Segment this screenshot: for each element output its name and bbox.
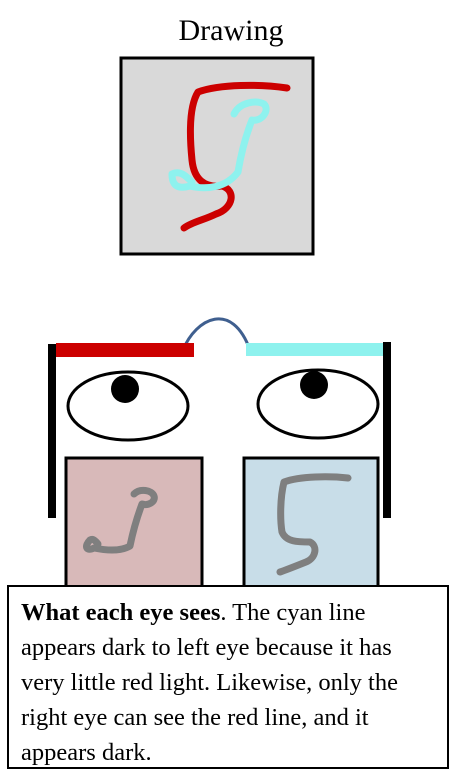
caption-heading: What each eye sees [21,599,221,626]
caption-box: What each eye sees. The cyan line appear… [7,585,449,769]
right-view-dark-line [276,473,352,576]
cyan-line [168,98,270,192]
left-red-lens [56,343,194,357]
caption-text: . The cyan line appears dark to left eye… [21,599,398,766]
right-cyan-lens [246,343,384,356]
left-view-dark-line [83,486,158,554]
left-temple [48,344,56,518]
right-eye [256,368,380,440]
left-eye [66,370,190,442]
red-line [180,81,291,232]
left-pupil [111,375,139,403]
glasses-bridge [181,317,252,351]
drawing-title: Drawing [178,14,284,47]
right-temple [383,342,391,518]
right-pupil [300,371,328,399]
